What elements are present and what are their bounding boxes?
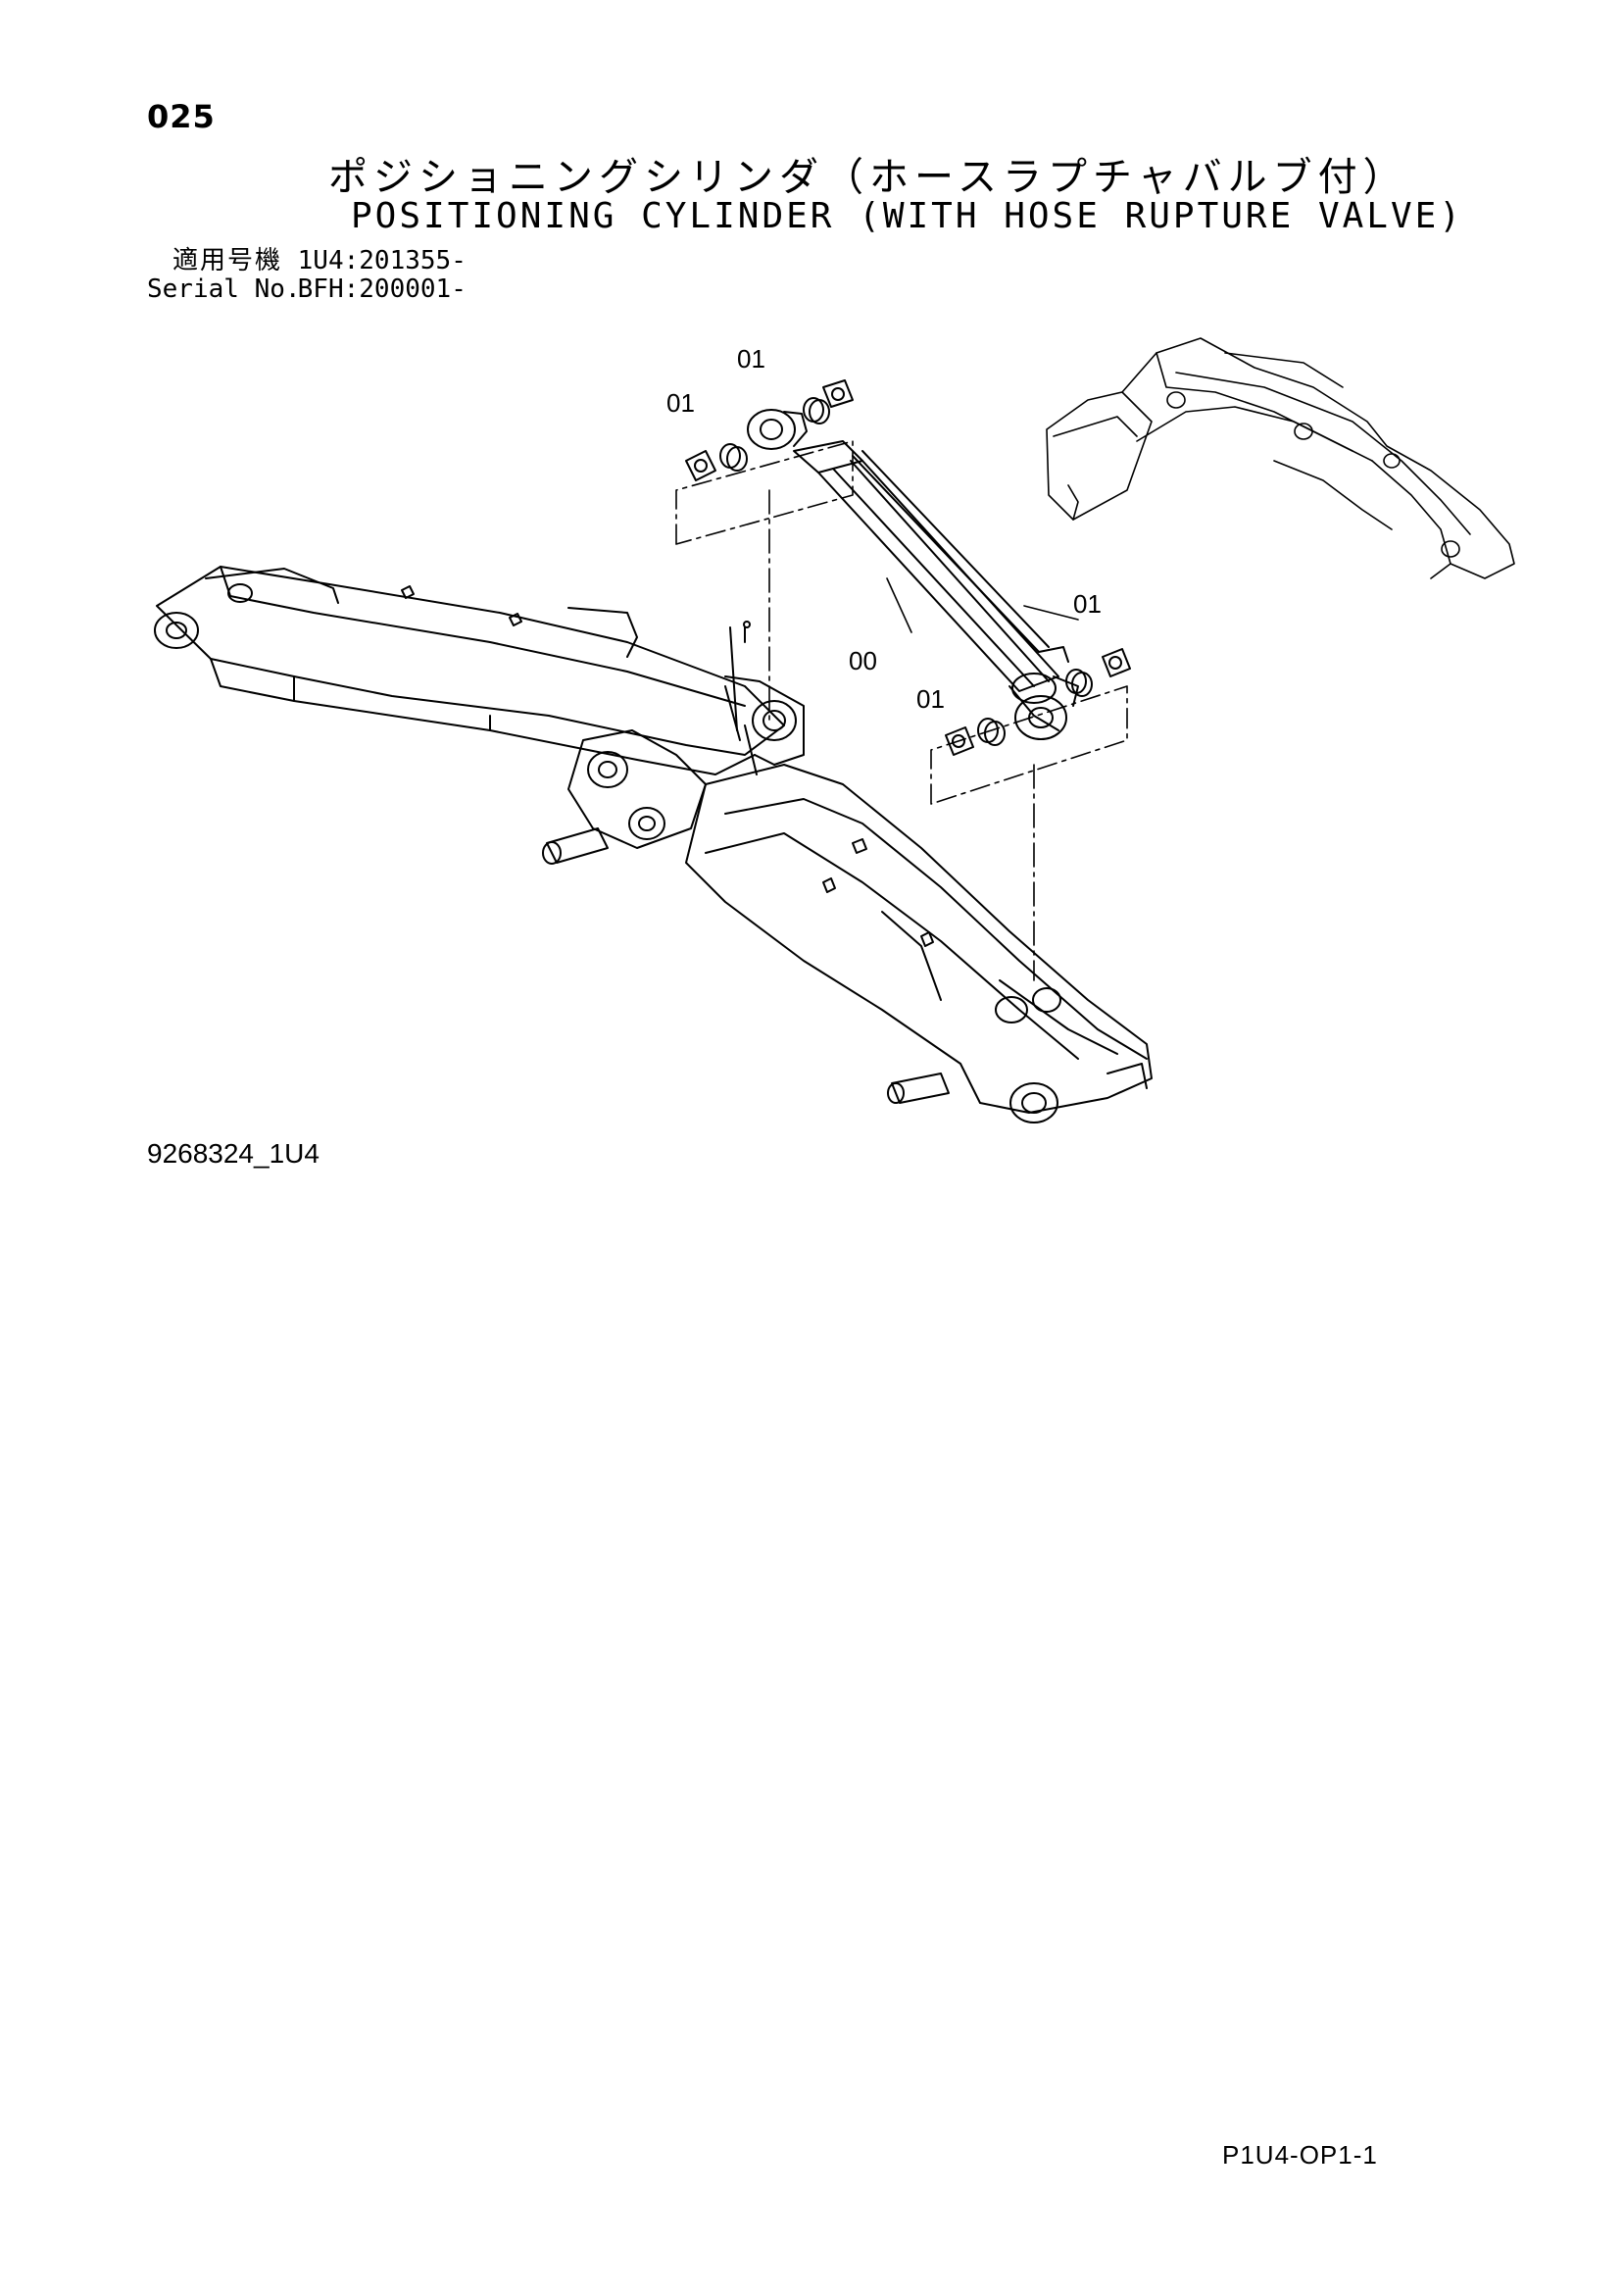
part-callouts: 01 01 00 01 01	[666, 344, 1102, 714]
title-english: POSITIONING CYLINDER (WITH HOSE RUPTURE …	[351, 196, 1463, 236]
applicability-row-en: Serial No. BFH:200001-	[147, 275, 467, 304]
boom-illustration	[154, 566, 1153, 1123]
callout-01-right: 01	[1073, 589, 1102, 619]
callout-01-left: 01	[666, 388, 695, 418]
sheet-code: P1U4-OP1-1	[1222, 2140, 1378, 2170]
spacer-illustrations	[685, 379, 1131, 756]
positioning-cylinder-illustration	[747, 409, 1079, 740]
page-number: 025	[147, 98, 216, 135]
applicability-label-ja: 適用号機	[172, 246, 282, 275]
applicability-row-ja: 適用号機 1U4:201355-	[147, 247, 467, 275]
parts-illustration: 01 01 00 01 01	[154, 337, 1515, 1123]
callout-01-upper: 01	[737, 344, 765, 374]
applicability-value-ja: 1U4:201355-	[297, 246, 467, 275]
applicability-block: 適用号機 1U4:201355- Serial No. BFH:200001-	[147, 247, 467, 304]
assembly-leader-lines	[675, 440, 1128, 981]
callout-01-lower: 01	[916, 684, 945, 714]
excavator-location-inset	[1046, 337, 1515, 579]
callout-00-cylinder: 00	[849, 646, 877, 675]
exploded-parts-drawing: 01 01 00 01 01	[154, 337, 1515, 1123]
serial-value: BFH:200001-	[297, 275, 467, 304]
title-japanese: ポジショニングシリンダ（ホースラプチャバルブ付）	[328, 155, 1408, 200]
drawing-id: 9268324_1U4	[147, 1138, 320, 1169]
